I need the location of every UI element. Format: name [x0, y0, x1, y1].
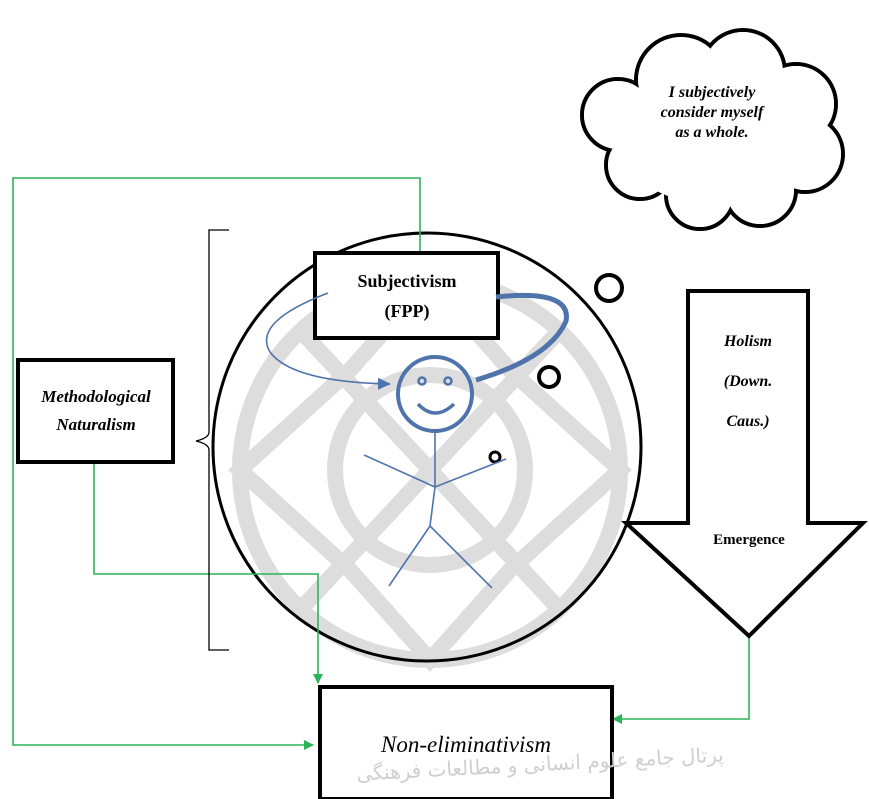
self-circle: [211, 231, 643, 663]
non-eliminativism-label: Non-eliminativism: [381, 732, 551, 757]
holism-down-arrow: [620, 289, 868, 639]
non-eliminativism-box: [318, 685, 614, 799]
methodological-naturalism-label: Methodological Naturalism: [20, 383, 172, 439]
thought-bubble-line-2: consider myself: [660, 104, 764, 121]
thought-cloud-fill: [584, 32, 841, 227]
thought-circle-large: [594, 273, 624, 303]
connector-naturalism-to-result: [93, 463, 323, 684]
thought-bubble-line-1: I subjectively: [668, 84, 756, 101]
thought-tail: [475, 292, 569, 383]
methodological-naturalism-line-1: Methodological: [41, 387, 151, 406]
thought-circle-medium: [537, 365, 561, 389]
methodological-naturalism-box: [16, 358, 175, 464]
thought-bubble-line-3: as a whole.: [675, 124, 749, 141]
stick-figure-leg-left: [388, 525, 431, 587]
stick-figure-arm-right: [434, 458, 507, 488]
stick-figure-eye-right: [443, 376, 453, 386]
subjectivism-label: Subjectivism (FPP): [318, 266, 496, 326]
connector-emergence-to-result: [612, 637, 750, 724]
self-reference-arrow: [265, 292, 391, 390]
stick-figure-body: [429, 486, 436, 527]
stick-figure-leg-right: [429, 525, 493, 589]
thought-bubble-text: I subjectively consider myself as a whol…: [632, 83, 792, 143]
holism-label-line-3: Caus.): [726, 413, 770, 430]
stick-figure: [363, 355, 507, 589]
holism-label-line-1: Holism: [723, 333, 772, 350]
brace: [195, 229, 229, 651]
stick-figure-arm-left: [363, 454, 436, 488]
subjectivism-label-line-2: (FPP): [384, 301, 430, 321]
connector-subjectivism-to-result: [12, 177, 421, 750]
stick-figure-smile: [416, 402, 456, 415]
connector-lines: [12, 177, 750, 750]
subjectivism-box: [313, 251, 500, 340]
holism-label: Holism (Down. Caus.): [690, 322, 806, 442]
thought-circle-small: [488, 450, 502, 464]
emergence-label: Emergence: [713, 532, 785, 548]
stick-figure-eye-left: [417, 376, 427, 386]
methodological-naturalism-line-2: Naturalism: [56, 415, 136, 434]
holism-label-line-2: (Down.: [723, 373, 773, 390]
subjectivism-label-line-1: Subjectivism: [357, 271, 457, 291]
